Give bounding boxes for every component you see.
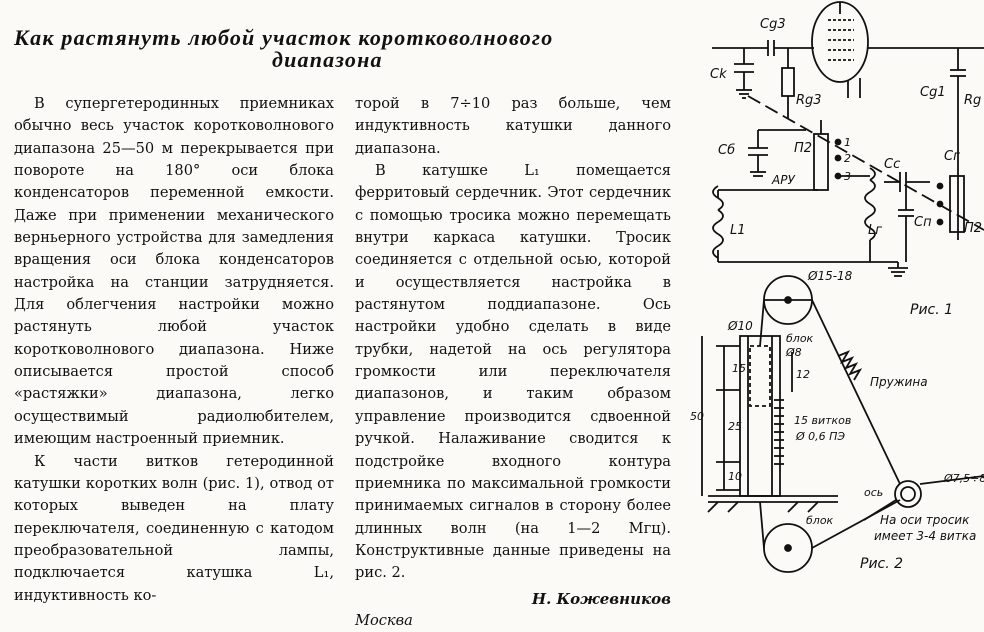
- text-column-right: торой в 7÷10 раз больше, чем индуктивнос…: [355, 93, 671, 632]
- label-cb: Cб: [718, 143, 735, 158]
- label-dim-12: 12: [796, 368, 810, 381]
- label-p2-right: П2: [964, 221, 982, 236]
- label-cg1: Cg1: [920, 85, 946, 100]
- label-dim-15: 15: [732, 362, 746, 375]
- label-rg: Rg: [964, 93, 981, 108]
- author-city: Москва: [355, 611, 413, 629]
- paragraph-coil: К части витков гетеродинной катушки коро…: [14, 452, 334, 604]
- figure-2-labels: Ø15-18 Ø10 блок Ø8 15 12 50 25 10 Пружин…: [690, 269, 984, 572]
- label-switch-1: 1: [844, 136, 851, 149]
- label-coil-turns: 15 витков: [794, 414, 851, 427]
- label-axis: ось: [864, 486, 883, 499]
- figure-2-drawing: [701, 275, 984, 573]
- author-name: Н. Кожевников: [531, 589, 671, 608]
- title-line-1: Как растянуть любой участок коротковолно…: [14, 25, 554, 50]
- label-dim-10: 10: [728, 470, 742, 483]
- article-title: Как растянуть любой участок коротковолно…: [14, 27, 644, 71]
- label-cg: Cг: [944, 149, 960, 164]
- label-note-1: На оси тросик: [880, 513, 970, 527]
- figure-area: Cg3 Ck Rg3 П2 Cб АРУ 1 2 3 Cc L1 Lг Cп C…: [690, 1, 984, 573]
- label-wire-gauge: Ø 0,6 ПЭ: [795, 430, 845, 443]
- label-lg: Lг: [868, 223, 882, 238]
- label-switch-3: 3: [844, 170, 851, 183]
- figure-1-labels: Cg3 Ck Rg3 П2 Cб АРУ 1 2 3 Cc L1 Lг Cп C…: [710, 17, 982, 318]
- figure-1-schematic: [712, 1, 984, 277]
- label-dim-25: 25: [728, 420, 742, 433]
- label-l1: L1: [730, 223, 746, 238]
- label-blok-bottom: блок: [806, 514, 834, 527]
- label-cp: Cп: [914, 215, 932, 230]
- label-cg3: Cg3: [760, 17, 786, 32]
- label-blok-top: блок: [786, 332, 814, 345]
- paragraph-ferrite: В катушке L₁ помещается ферритовый серде…: [355, 162, 671, 582]
- text-column-left: В супергетеродинных приемниках обычно ве…: [14, 93, 334, 607]
- label-aru: АРУ: [771, 173, 795, 187]
- spring-icon: [837, 350, 863, 381]
- title-line-2: диапазона: [272, 47, 383, 72]
- label-note-2: имеет 3-4 витка: [874, 529, 976, 543]
- label-spring: Пружина: [870, 375, 928, 389]
- label-cc: Cc: [884, 157, 900, 172]
- label-axis-diameter: Ø7,5÷8: [943, 472, 984, 485]
- label-switch-2: 2: [844, 152, 851, 165]
- label-rg3: Rg3: [796, 93, 822, 108]
- label-d10: Ø10: [727, 319, 753, 333]
- paragraph-intro: В супергетеродинных приемниках обычно ве…: [14, 95, 334, 448]
- label-p2-left: П2: [794, 141, 812, 156]
- paragraph-continuation: торой в 7÷10 раз больше, чем индуктивнос…: [355, 95, 671, 157]
- label-pulley-diameter: Ø15-18: [807, 269, 853, 283]
- figure-1-caption: Рис. 1: [910, 302, 953, 318]
- label-d8: Ø8: [785, 346, 802, 359]
- label-dim-50: 50: [690, 410, 704, 423]
- label-ck: Ck: [710, 67, 727, 82]
- figure-2-caption: Рис. 2: [860, 556, 903, 572]
